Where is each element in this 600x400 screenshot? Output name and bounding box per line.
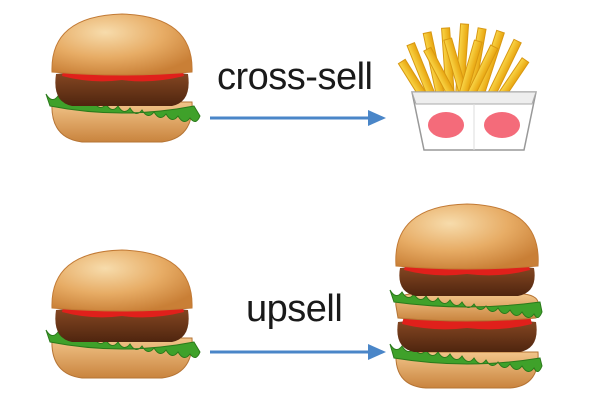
fries-icon xyxy=(397,23,537,151)
arrow-right-icon xyxy=(210,344,386,360)
double-burger-icon xyxy=(389,203,543,389)
burger-icon xyxy=(45,13,201,143)
upsell-label: upsell xyxy=(246,288,343,330)
burger-icon xyxy=(45,249,201,379)
cross-sell-label: cross-sell xyxy=(217,56,373,98)
arrow-right-icon xyxy=(210,110,386,126)
